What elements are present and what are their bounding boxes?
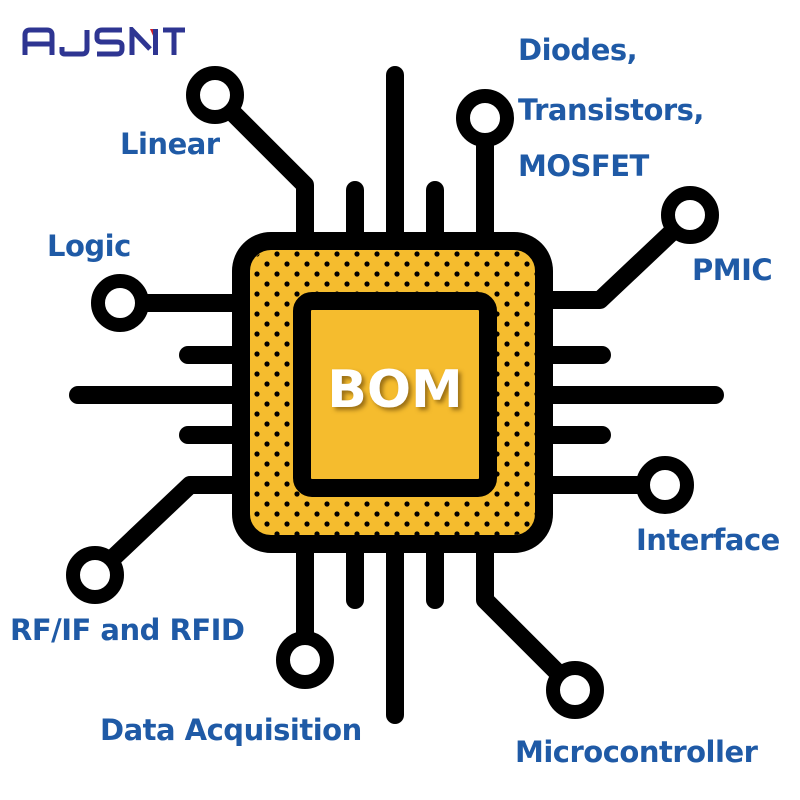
label-interface: Interface xyxy=(636,523,780,557)
label-rf: RF/IF and RFID xyxy=(10,613,245,647)
pin-terminals xyxy=(66,66,719,719)
ajsnt-logo xyxy=(22,27,185,57)
label-data-acquisition: Data Acquisition xyxy=(100,713,362,747)
bom-label: BOM xyxy=(327,360,463,420)
label-pmic: PMIC xyxy=(692,253,773,287)
label-microcontroller: Microcontroller xyxy=(515,735,758,769)
chip-die xyxy=(293,292,497,497)
label-discretes-1: Diodes, xyxy=(518,33,638,67)
label-linear: Linear xyxy=(120,127,220,161)
label-discretes-3: MOSFET xyxy=(518,149,649,183)
pin-traces xyxy=(69,66,724,724)
label-logic: Logic xyxy=(47,229,131,263)
label-discretes-2: Transistors, xyxy=(518,93,704,127)
